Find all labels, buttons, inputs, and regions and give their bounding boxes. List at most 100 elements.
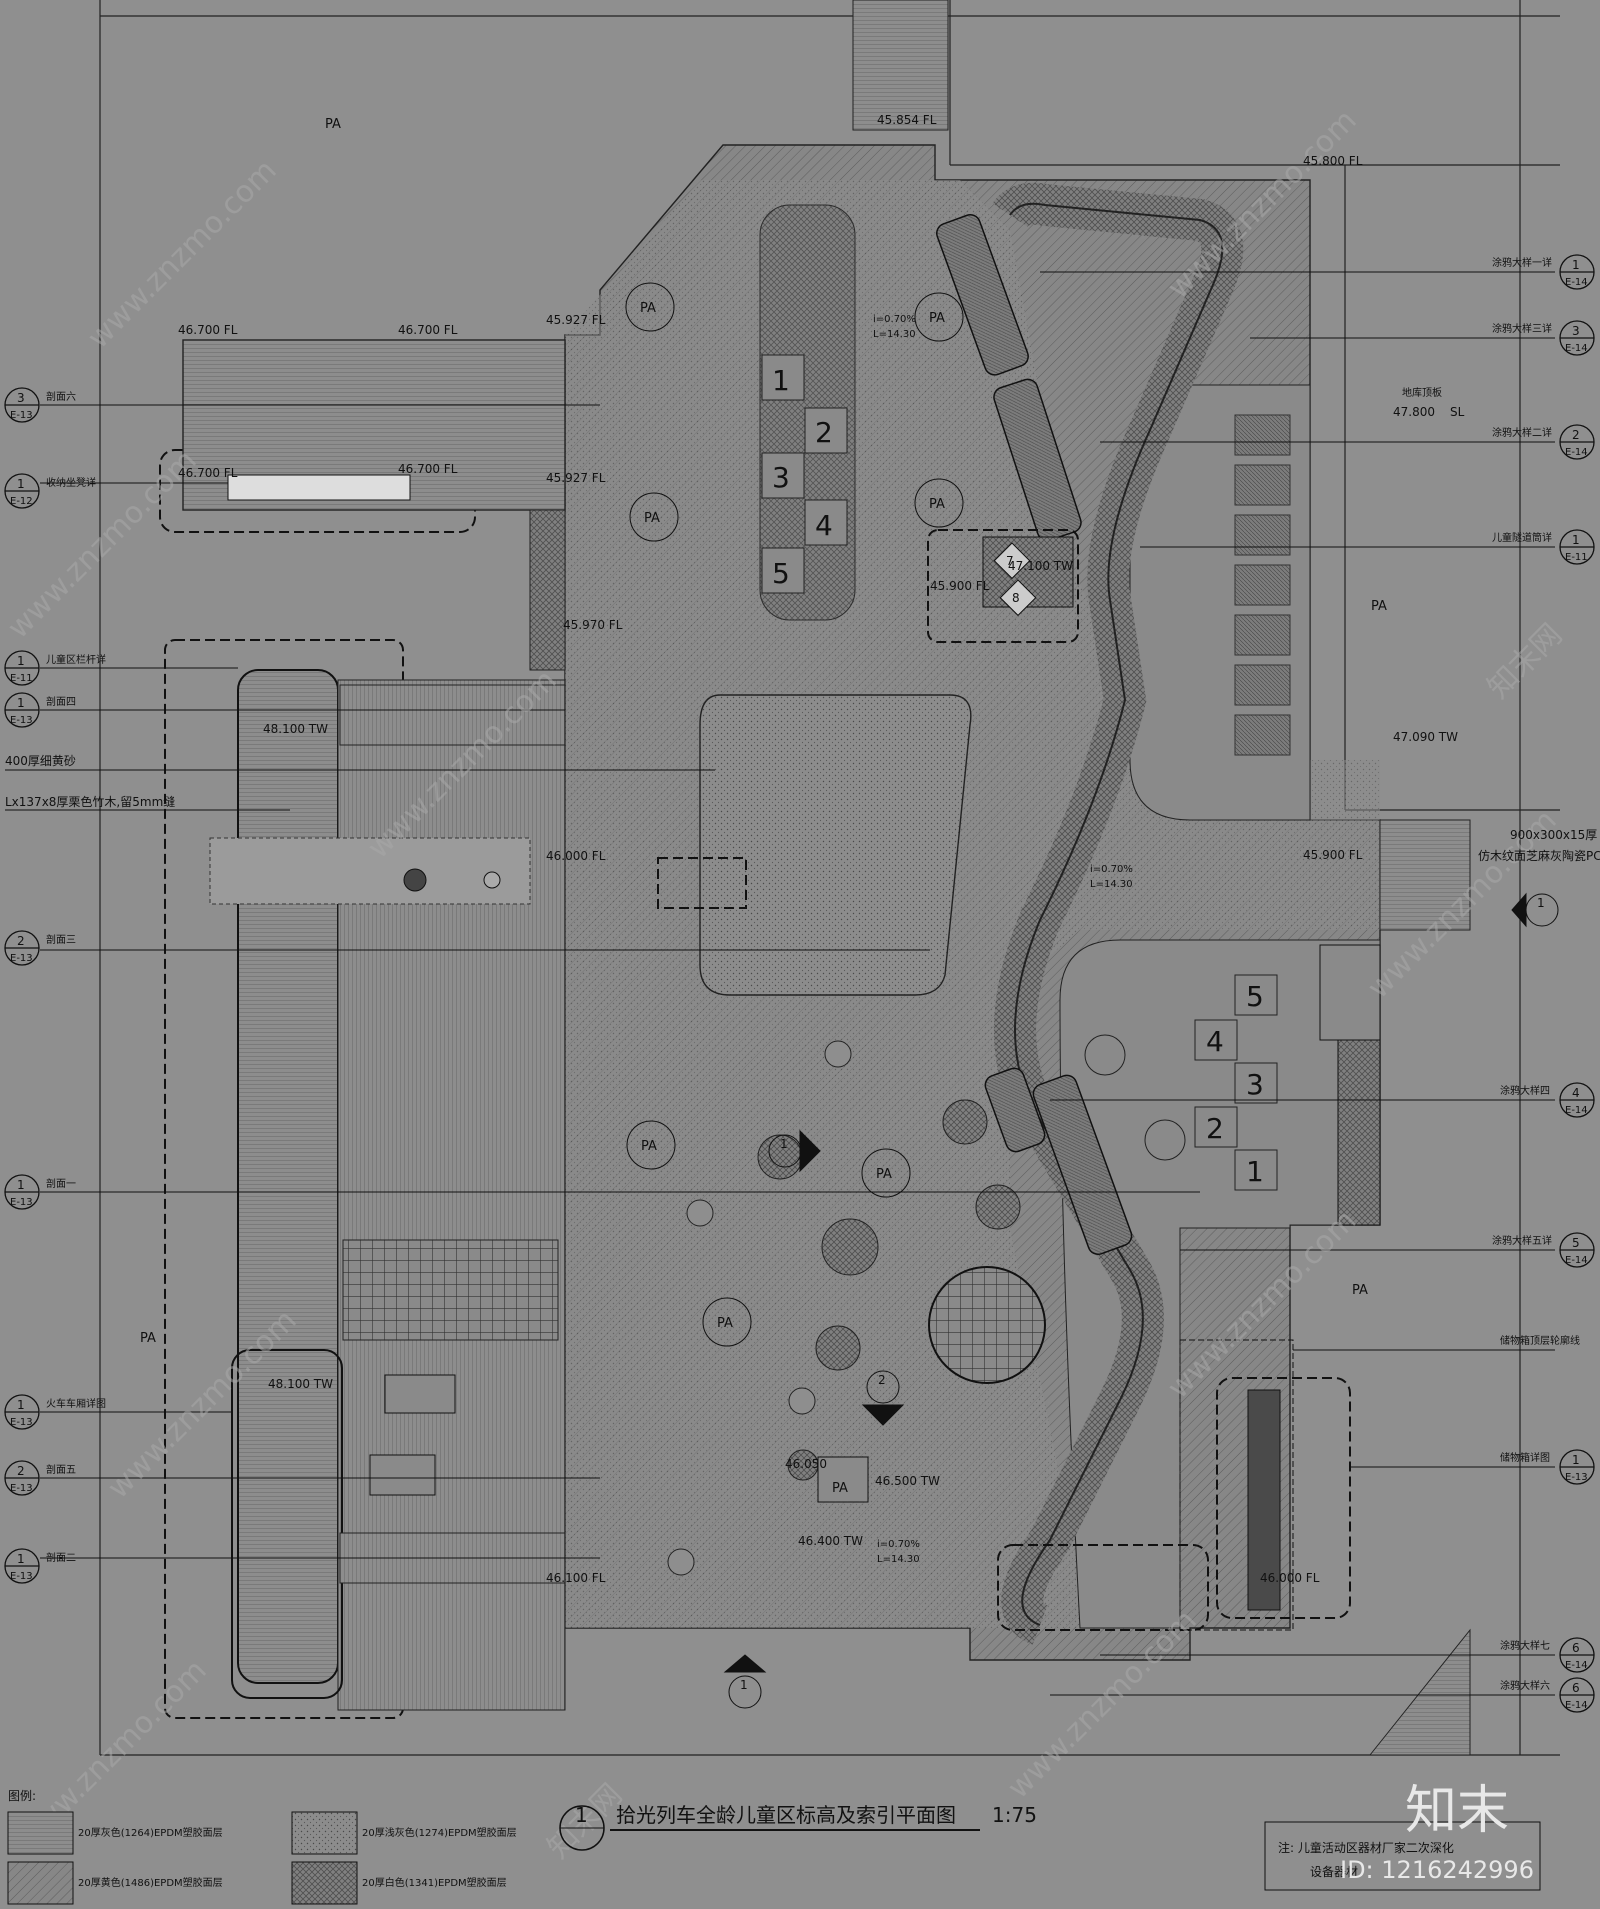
paving-note-1: 900x300x15厚 [1510,828,1597,842]
rc-3-sheet: E-11 [1565,552,1588,563]
lc-1-sheet: E-12 [10,496,33,507]
pa-11: PA [140,1331,156,1346]
narrow-wall [529,509,566,671]
watermark-cn-1: 知末网 [1481,617,1569,705]
right-small-box [1319,944,1381,1041]
train-rear-box [231,1349,343,1699]
hop-b-5: 5 [1246,980,1264,1013]
stone-8-label: 8 [1012,591,1020,605]
lc-0-sheet: E-13 [10,410,33,421]
slope-1-i: i=0.70% [1090,864,1133,875]
rc-0-text: 涂鸦大样一详 [1492,256,1552,269]
lc-8-num: 1 [17,1398,25,1412]
bottom-right-stair [1368,1628,1471,1756]
hop-b-3: 3 [1246,1068,1264,1101]
pa-2: PA [644,511,660,526]
rc-7-sheet: E-13 [1565,1472,1588,1483]
lc-0-num: 3 [17,391,25,405]
rc-3-text: 儿童隧道筒详 [1492,531,1552,544]
elev-20: 46.000 FL [1260,1571,1320,1585]
lc-10-num: 1 [17,1552,25,1566]
slope-1-l: L=14.30 [1090,879,1133,890]
lc-5-text: Lx137x8厚栗色竹木,留5mm缝 [5,794,175,809]
watermark-4: www.znzmo.com [101,1303,304,1506]
lc-7-sheet: E-13 [10,1197,33,1208]
legend-swatch-4 [291,1861,358,1905]
rc-1-sheet: E-14 [1565,343,1588,354]
title-number: 1 [575,1803,588,1827]
roof-value: 47.800 [1393,405,1435,419]
legend-swatch-1 [7,1811,74,1855]
watermark-3: www.znzmo.com [361,663,564,866]
hop-a-3: 3 [772,461,790,494]
pa-3: PA [929,497,945,512]
elev-17: 46.500 TW [875,1474,940,1488]
legend-heading: 图例: [8,1789,36,1803]
elev-14: 45.900 FL [1303,848,1363,862]
section-2: 2 [878,1373,886,1387]
pa-0: PA [640,301,656,316]
numbered-stone-7 [993,542,1031,580]
hop-a-5: 5 [772,557,790,590]
hopscotch-bottom [1194,974,1278,1191]
note-box: 注: 儿童活动区器材厂家二次深化 设备器材 [1264,1821,1541,1891]
lc-8-text: 火车车厢详图 [46,1397,106,1410]
frame-lines [99,0,1560,1756]
elev-12: 45.900 FL [930,579,990,593]
elev-5: 46.700 FL [178,466,238,480]
roof-label: 地库顶板 [1402,386,1442,399]
elev-6: 46.700 FL [398,462,458,476]
storage-box [1247,1389,1281,1611]
top-stair [852,0,949,131]
small-square-pa [817,1456,869,1503]
brand-logo: 知末 [1405,1781,1509,1841]
storage-box-outline [1179,1339,1294,1631]
drawing-scale: 1:75 [992,1803,1037,1827]
watermark-9: www.znzmo.com [1161,103,1364,306]
rc-8-sheet: E-14 [1565,1660,1588,1671]
right-callout-circles [1559,254,1595,1713]
round-grid-feature [928,1266,1046,1384]
pa-6: PA [717,1316,733,1331]
section-markers [723,892,1559,1709]
elev-11: 47.100 TW [1008,559,1073,573]
elev-4: 45.927 FL [546,313,606,327]
rc-4-num: 4 [1572,1086,1580,1100]
lower-right-zone [1059,939,1381,1629]
lc-0-text: 剖面六 [46,390,76,403]
train-locomotive [209,837,531,905]
rc-5-sheet: E-14 [1565,1255,1588,1266]
rc-5-text: 涂鸦大样五详 [1492,1234,1552,1247]
slope-0-l: L=14.30 [873,329,916,340]
hatched-dots [757,1099,1021,1481]
lc-3-text: 剖面四 [46,695,76,708]
lc-6-num: 2 [17,934,25,948]
hop-a-2: 2 [815,416,833,449]
rc-7-num: 1 [1572,1453,1580,1467]
lc-10-sheet: E-13 [10,1571,33,1582]
legend-swatch-2 [291,1811,358,1855]
elev-13: 47.090 TW [1393,730,1458,744]
lc-3-sheet: E-13 [10,715,33,726]
hopscotch-top [761,354,848,594]
lc-6-text: 剖面三 [46,933,76,946]
rc-2-text: 涂鸦大样二详 [1492,426,1552,439]
pa-5: PA [876,1167,892,1182]
section-3: 1 [780,1137,788,1151]
hop-b-1: 1 [1246,1155,1264,1188]
pa-markers [625,282,964,1347]
rc-1-num: 3 [1572,324,1580,338]
watermark-6: www.znzmo.com [1001,1603,1204,1806]
rc-3-num: 1 [1572,533,1580,547]
rc-2-sheet: E-14 [1565,447,1588,458]
pa-8: PA [325,117,341,132]
rc-4-text: 涂鸦大样四 [1500,1084,1550,1097]
legend-item-2: 20厚浅灰色(1274)EPDM塑胶面层 [362,1826,517,1839]
slope-2-i: i=0.70% [877,1539,920,1550]
legend: 图例: 20厚灰色(1264)EPDM塑胶面层 20厚浅灰色(1274)EPDM… [7,1789,517,1905]
lc-10-text: 剖面二 [46,1551,76,1564]
pa-4: PA [641,1139,657,1154]
lc-1-text: 收纳坐凳详 [46,476,96,489]
elev-16: 46.050 [785,1457,827,1471]
elev-8: 45.970 FL [563,618,623,632]
